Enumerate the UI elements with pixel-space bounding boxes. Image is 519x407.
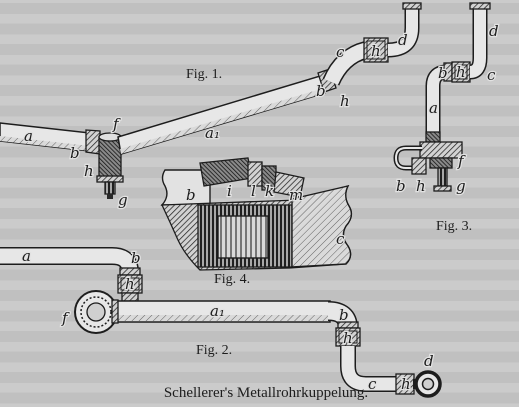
fig1-elbow-c [324,42,369,86]
fig3-label: b [438,64,448,82]
fig4-pipe-c [291,184,353,268]
fig1-nut-h [363,37,389,63]
fig2-label: c [368,375,377,393]
fig3-end-cap [469,2,491,10]
fig3-drawing [393,2,491,192]
fig1-label: h [84,162,94,180]
fig1-pipe-d [387,9,418,56]
fig3-loop-b [394,147,422,169]
fig1-labels: a b f h g a₁ b c h d h Fig. 1. [23,30,409,211]
fig2-label: h [401,375,411,393]
fig4-label: l [251,182,256,200]
fig1-label: a₁ [205,124,220,142]
fig2-label: a [22,247,31,265]
fig1-collar-h [96,175,124,183]
fig4-title: Fig. 4. [214,272,250,287]
fig1-ring-b [85,129,101,155]
fig1-label: b [316,82,326,100]
fig3-elbow-c-pipe-d [469,9,486,78]
fig4-label: m [289,186,303,204]
fig4-label: k [265,182,274,200]
fig1-label: a [24,127,33,145]
fig1-label: b [70,144,80,162]
fig1-title: Fig. 1. [186,67,222,82]
fig2-labels: a b h f a₁ b h c h d Fig. 2. [21,246,435,395]
fig2-label: b [339,306,349,324]
fig4-pipe-b [160,169,211,206]
fig4-thread-window [217,215,269,259]
fig3-label: g [456,177,466,195]
fig4-labels: b i l k m c Fig. 4. [185,181,347,287]
fig2-label: d [424,352,434,370]
fig4-label: b [186,186,196,204]
fig4-label: c [336,230,345,248]
fig1-screw-g [104,181,116,195]
fig3-label: a [429,99,438,117]
plate-caption: Schellerer's Metallrohrkuppelung. [164,385,368,401]
fig4-section-drawing [160,157,353,271]
fig3-part-f [429,157,453,169]
fig4-nut-i [199,157,253,187]
fig2-title: Fig. 2. [196,343,232,358]
fig4-label: i [227,182,232,200]
fig1-label: h [340,92,350,110]
fig2-label: h [343,329,353,347]
fig3-screw-g [437,167,448,187]
fig3-label: d [489,22,499,40]
fig3-label: f [457,152,466,170]
fig2-label: b [131,249,141,267]
fig1-label: h [371,42,381,60]
fig3-label: h [416,177,426,195]
fig1-label: g [118,191,128,209]
fig2-ring-b [119,267,141,276]
fig1-label: f [112,115,121,133]
fig3-hex-nut [425,131,441,143]
fig1-label: d [398,31,408,49]
fig3-label: b [396,177,406,195]
fig3-title: Fig. 3. [436,219,472,234]
fig3-labels: d c h b a b h f g Fig. 3. [395,21,500,234]
fig2-drawing [0,247,442,398]
fig3-nut-h-lower [411,157,427,175]
fig3-coupling-body [419,141,463,159]
fig2-label: a₁ [210,302,225,320]
fig2-label: f [61,309,70,327]
fig3-label: h [456,63,466,81]
fig3-label: c [487,66,496,84]
fig1-label: c [336,43,345,61]
fig1-coupling-body-f [98,136,122,180]
fig1-drawing [0,2,422,199]
fig1-end-cap [402,2,422,10]
fig2-elbow-c [341,346,396,391]
fig2-label: h [125,275,135,293]
